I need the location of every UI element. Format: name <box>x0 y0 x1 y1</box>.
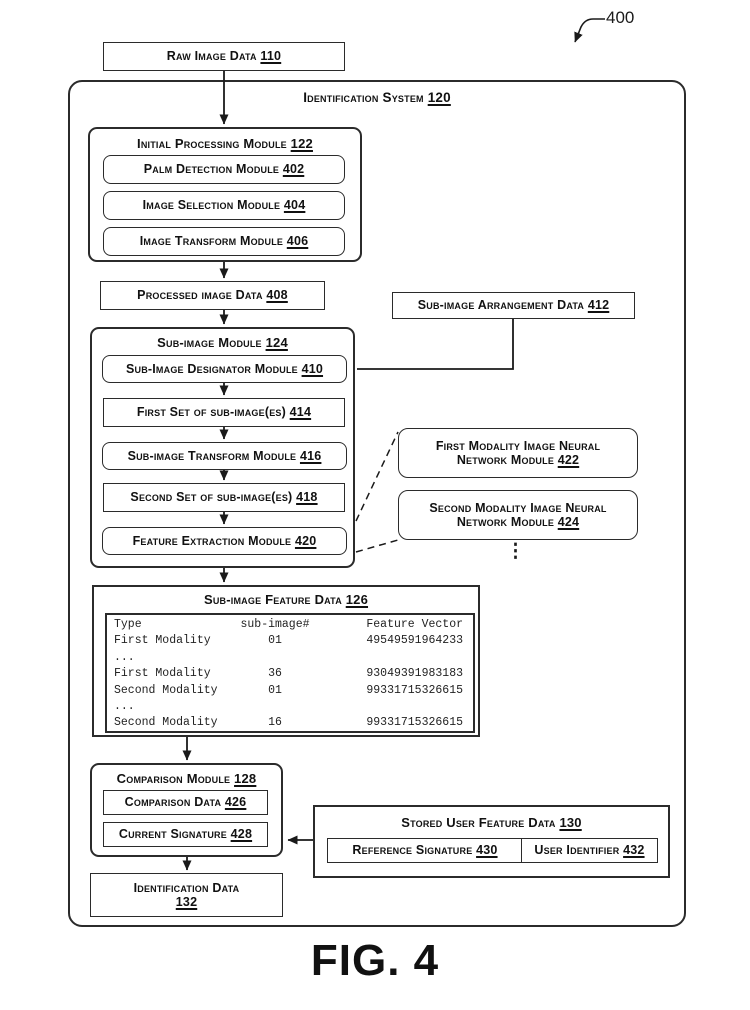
first-set-sub-images-box: First Set of sub-image(es) 414 <box>103 398 345 427</box>
palm-detection-module-box: Palm Detection Module 402 <box>103 155 345 184</box>
table-row: ... <box>114 650 135 664</box>
sub-image-arrangement-data-box: Sub-image Arrangement Data 412 <box>392 292 635 319</box>
reference-signature-box: Reference Signature 430 <box>327 838 523 863</box>
first-modality-nn-module-box: First Modality Image Neural Network Modu… <box>398 428 638 478</box>
figure-ref-400: 400 <box>606 8 635 27</box>
comparison-data-box: Comparison Data 426 <box>103 790 268 815</box>
image-selection-module-box: Image Selection Module 404 <box>103 191 345 220</box>
current-signature-box: Current Signature 428 <box>103 822 268 847</box>
table-row: ... <box>114 700 135 714</box>
more-modules-ellipsis: ⋮ <box>506 541 525 562</box>
figure-ref-pointer-arrow <box>574 18 605 43</box>
comparison-module-title: Comparison Module 128 <box>116 771 257 786</box>
sub-image-module-title: Sub-image Module 124 <box>157 335 288 350</box>
raw-image-data-label: Raw Image Data 110 <box>166 49 282 64</box>
identification-system-title: Identification System 120 <box>303 90 451 105</box>
sub-image-transform-module-box: Sub-image Transform Module 416 <box>102 442 347 470</box>
initial-processing-module-title: Initial Processing Module 122 <box>137 136 313 151</box>
second-set-sub-images-box: Second Set of sub-image(es) 418 <box>103 483 345 512</box>
sub-image-feature-data-title: Sub-image Feature Data 126 <box>203 592 369 607</box>
second-modality-nn-module-box: Second Modality Image Neural Network Mod… <box>398 490 638 540</box>
stored-user-feature-data-title: Stored User Feature Data 130 <box>401 815 582 830</box>
identification-data-box: Identification Data 132 <box>90 873 283 917</box>
feature-extraction-module-box: Feature Extraction Module 420 <box>102 527 347 555</box>
image-transform-module-box: Image Transform Module 406 <box>103 227 345 256</box>
raw-image-data-box: Raw Image Data 110 <box>103 42 345 71</box>
figure-caption: FIG. 4 <box>310 936 440 985</box>
sub-image-designator-module-box: Sub-Image Designator Module 410 <box>102 355 347 383</box>
user-identifier-box: User Identifier 432 <box>521 838 658 863</box>
processed-image-data-box: Processed image Data 408 <box>100 281 325 310</box>
